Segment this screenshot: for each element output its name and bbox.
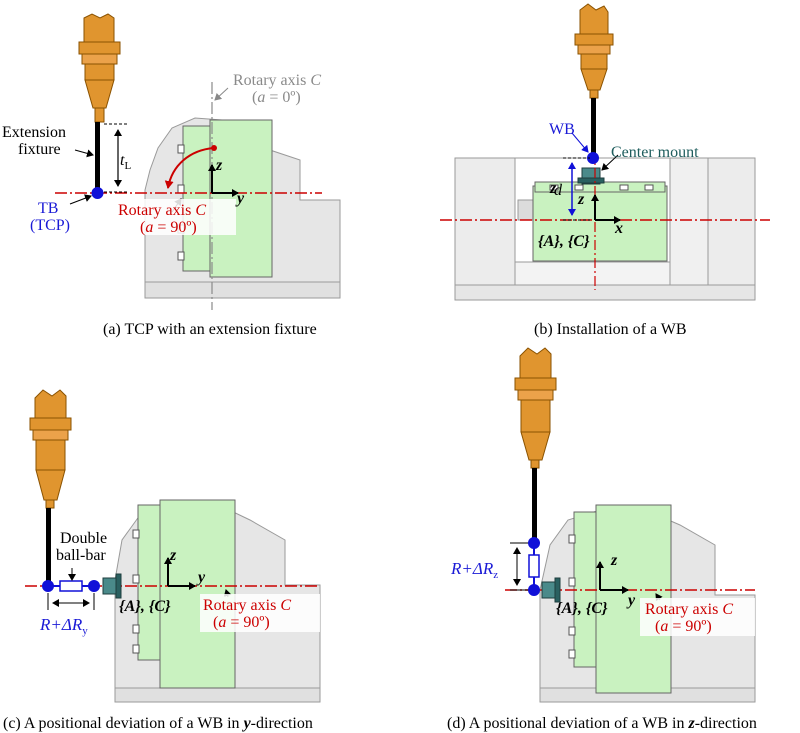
label-frames-b: {A}, {C} xyxy=(538,233,590,250)
caption-a: (a) TCP with an extension fixture xyxy=(103,321,317,338)
label-rotary-axis-c: Rotary axis C xyxy=(203,597,291,614)
label-r-dry: R+ΔRy xyxy=(39,615,88,637)
label-fixture: fixture xyxy=(18,141,61,158)
label-a90-c: (a = 90º) xyxy=(213,614,270,631)
ball-d-top xyxy=(528,537,540,549)
tool-holder xyxy=(78,13,121,123)
label-extension: Extension xyxy=(2,124,66,141)
caption-b: (b) Installation of a WB xyxy=(534,321,687,338)
label-z-c: z xyxy=(169,547,177,564)
panel-a: Extension fixture tL TB (TCP) Rotary axi… xyxy=(2,13,341,338)
label-z-a: z xyxy=(215,157,223,174)
label-rotary-axis-red: Rotary axis C xyxy=(118,202,206,219)
extension-fixture xyxy=(95,122,100,192)
label-rotary-axis-top: Rotary axis C xyxy=(233,72,321,89)
tool-holder-d xyxy=(514,347,557,469)
label-tcp: (TCP) xyxy=(30,217,70,234)
wb-ball-b xyxy=(587,152,599,164)
tb-ball xyxy=(91,187,104,199)
ball-c-left xyxy=(42,580,54,592)
label-wb: WB xyxy=(549,121,575,138)
label-tl: tL xyxy=(120,152,131,172)
ball-c-right xyxy=(88,580,100,592)
label-ball-bar: ball-bar xyxy=(56,547,106,564)
label-tb: TB xyxy=(38,200,58,217)
ball-d-bottom xyxy=(528,584,540,596)
label-y-a: y xyxy=(235,190,245,207)
label-z-b: z xyxy=(577,191,585,208)
label-a90: (a = 90º) xyxy=(140,219,197,236)
panel-d: R+ΔRz z y {A}, {C} Rotary axis C (a = 90… xyxy=(447,347,757,732)
tool-holder-c xyxy=(29,389,72,509)
label-d: d xyxy=(554,182,563,199)
panel-c: Double ball-bar R+ΔRy z y {A}, {C} Rotar… xyxy=(3,389,321,732)
label-rotary-axis-d: Rotary axis C xyxy=(645,601,733,618)
label-frames-d: {A}, {C} xyxy=(556,600,608,617)
caption-c: (c) A positional deviation of a WB in y-… xyxy=(3,715,313,732)
label-a90-d: (a = 90º) xyxy=(655,618,712,635)
label-center-mount: Center mount xyxy=(611,144,699,161)
tool-holder-b xyxy=(574,3,614,99)
label-double: Double xyxy=(60,530,107,547)
label-z-d: z xyxy=(610,552,618,569)
label-small-z-b: z xyxy=(549,180,557,197)
caption-d: (d) A positional deviation of a WB in z-… xyxy=(447,715,757,732)
label-y-c: y xyxy=(196,569,206,586)
label-frames-c: {A}, {C} xyxy=(119,598,171,615)
label-r-drz: R+ΔRz xyxy=(450,559,498,581)
label-a0: (a = 0º) xyxy=(252,89,301,106)
label-x-b: x xyxy=(614,220,623,237)
panel-b: WB Center mount d z x z {A}, {C} (b) Ins… xyxy=(440,3,770,338)
label-y-d: y xyxy=(626,592,636,609)
